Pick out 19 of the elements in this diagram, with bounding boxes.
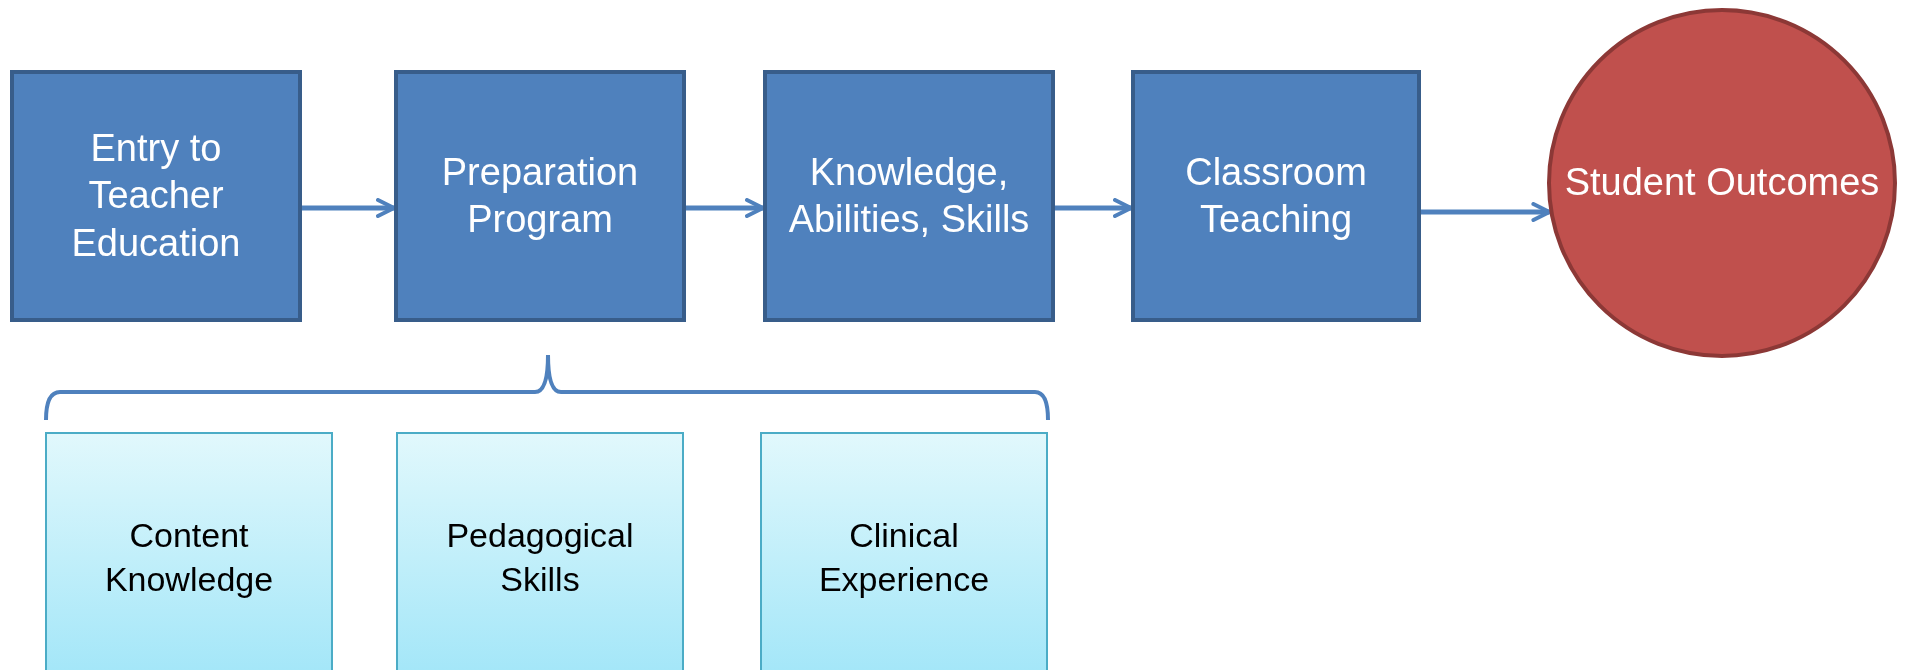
node-label: Content Knowledge	[103, 514, 275, 600]
component-box	[45, 432, 333, 670]
process-box	[394, 70, 686, 322]
arrow	[1421, 202, 1552, 222]
node-label: Entry to Teacher Education	[70, 125, 242, 266]
node-label: Preparation Program	[440, 149, 640, 242]
component-box	[760, 432, 1048, 670]
component-box	[396, 432, 684, 670]
node-label: Pedagogical Skills	[445, 514, 635, 600]
arrow	[302, 198, 396, 218]
arrow	[1055, 198, 1133, 218]
process-box	[1131, 70, 1421, 322]
node-label: Classroom Teaching	[1184, 149, 1368, 242]
node-label: Student Outcomes	[1563, 160, 1881, 206]
process-box	[763, 70, 1055, 322]
process-box	[10, 70, 302, 322]
node-label: Clinical Experience	[817, 514, 991, 600]
node-label: Knowledge, Abilities, Skills	[787, 149, 1031, 242]
arrow	[686, 198, 765, 218]
